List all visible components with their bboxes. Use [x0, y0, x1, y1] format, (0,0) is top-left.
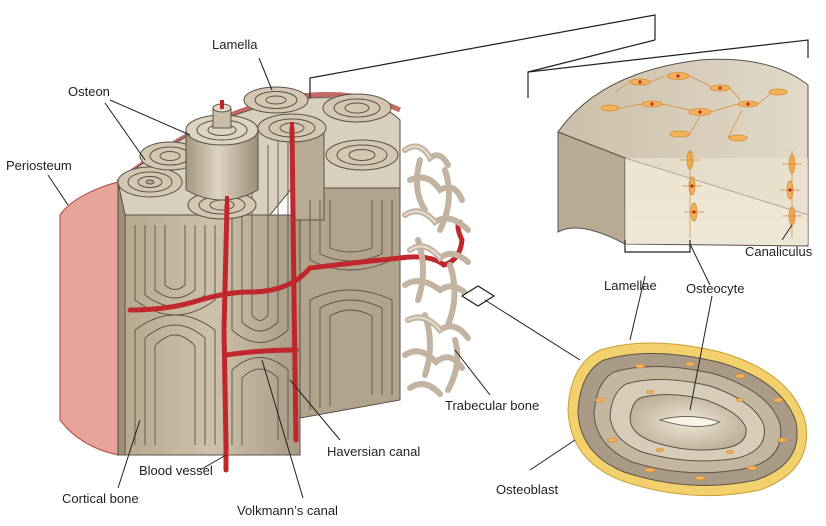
label-trabecular-bone: Trabecular bone	[445, 398, 539, 413]
front-face	[118, 182, 125, 455]
osteon-ring-f	[323, 94, 391, 122]
label-haversian-canal: Haversian canal	[327, 444, 420, 459]
inner-raised-face	[300, 188, 400, 418]
block-front-panel	[625, 158, 808, 244]
leader-osteocyte-up	[690, 244, 710, 285]
label-periosteum: Periosteum	[6, 158, 72, 173]
label-osteon: Osteon	[68, 84, 110, 99]
osteon-cross-section	[568, 343, 807, 496]
lamellae-block	[558, 59, 808, 252]
osteon-ring-d	[244, 87, 308, 113]
label-blood-vessel: Blood vessel	[139, 463, 213, 478]
leader-osteoblast	[530, 440, 575, 470]
front-face-panel	[125, 215, 300, 455]
leader-osteon-2	[110, 100, 190, 135]
zoom-line	[485, 300, 580, 360]
label-volkmanns-canal: Volkmann’s canal	[237, 503, 338, 518]
label-lamellae: Lamellae	[604, 278, 657, 293]
osteon-ring-g	[326, 140, 398, 170]
label-cortical-bone: Cortical bone	[62, 491, 139, 506]
periosteum-layer	[60, 182, 118, 455]
osteon-ring-a	[118, 167, 182, 197]
haversian-vessel-left	[224, 205, 227, 445]
trabecular-bone-highlight	[405, 146, 440, 330]
label-canaliculus: Canaliculus	[745, 244, 812, 259]
leader-periosteum	[48, 175, 68, 205]
label-lamella: Lamella	[212, 37, 258, 52]
label-osteoblast: Osteoblast	[496, 482, 558, 497]
label-osteocyte: Osteocyte	[686, 281, 745, 296]
leader-osteon-1	[105, 103, 145, 160]
leader-trabecular	[455, 350, 490, 395]
leader-lamella	[259, 58, 272, 90]
